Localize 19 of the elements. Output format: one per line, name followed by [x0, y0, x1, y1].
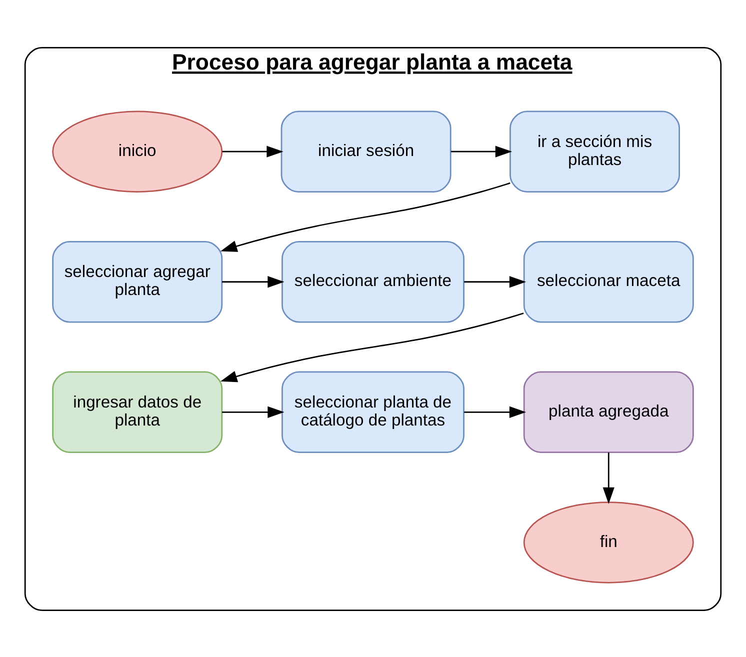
node-box: iniciar sesión	[280, 110, 452, 192]
arrow	[222, 145, 284, 157]
node-box: seleccionar ambiente	[282, 240, 464, 322]
arrow	[222, 276, 284, 288]
node-box: ingresar datos de planta	[52, 370, 223, 453]
node-ellipse: fin	[523, 501, 694, 583]
node-box: seleccionar maceta	[523, 240, 694, 322]
node-box: planta agregada	[523, 370, 694, 453]
arrow	[220, 312, 524, 382]
arrow	[464, 276, 526, 288]
arrow	[450, 145, 512, 157]
node-box: seleccionar planta de catálogo de plantas	[282, 370, 464, 453]
arrow	[464, 406, 526, 418]
arrow	[222, 406, 284, 418]
arrow	[220, 182, 510, 252]
node-ellipse: inicio	[52, 110, 223, 192]
arrow	[602, 452, 614, 504]
node-box: seleccionar agregar planta	[52, 240, 223, 322]
node-box: ir a sección mis plantas	[510, 110, 680, 192]
